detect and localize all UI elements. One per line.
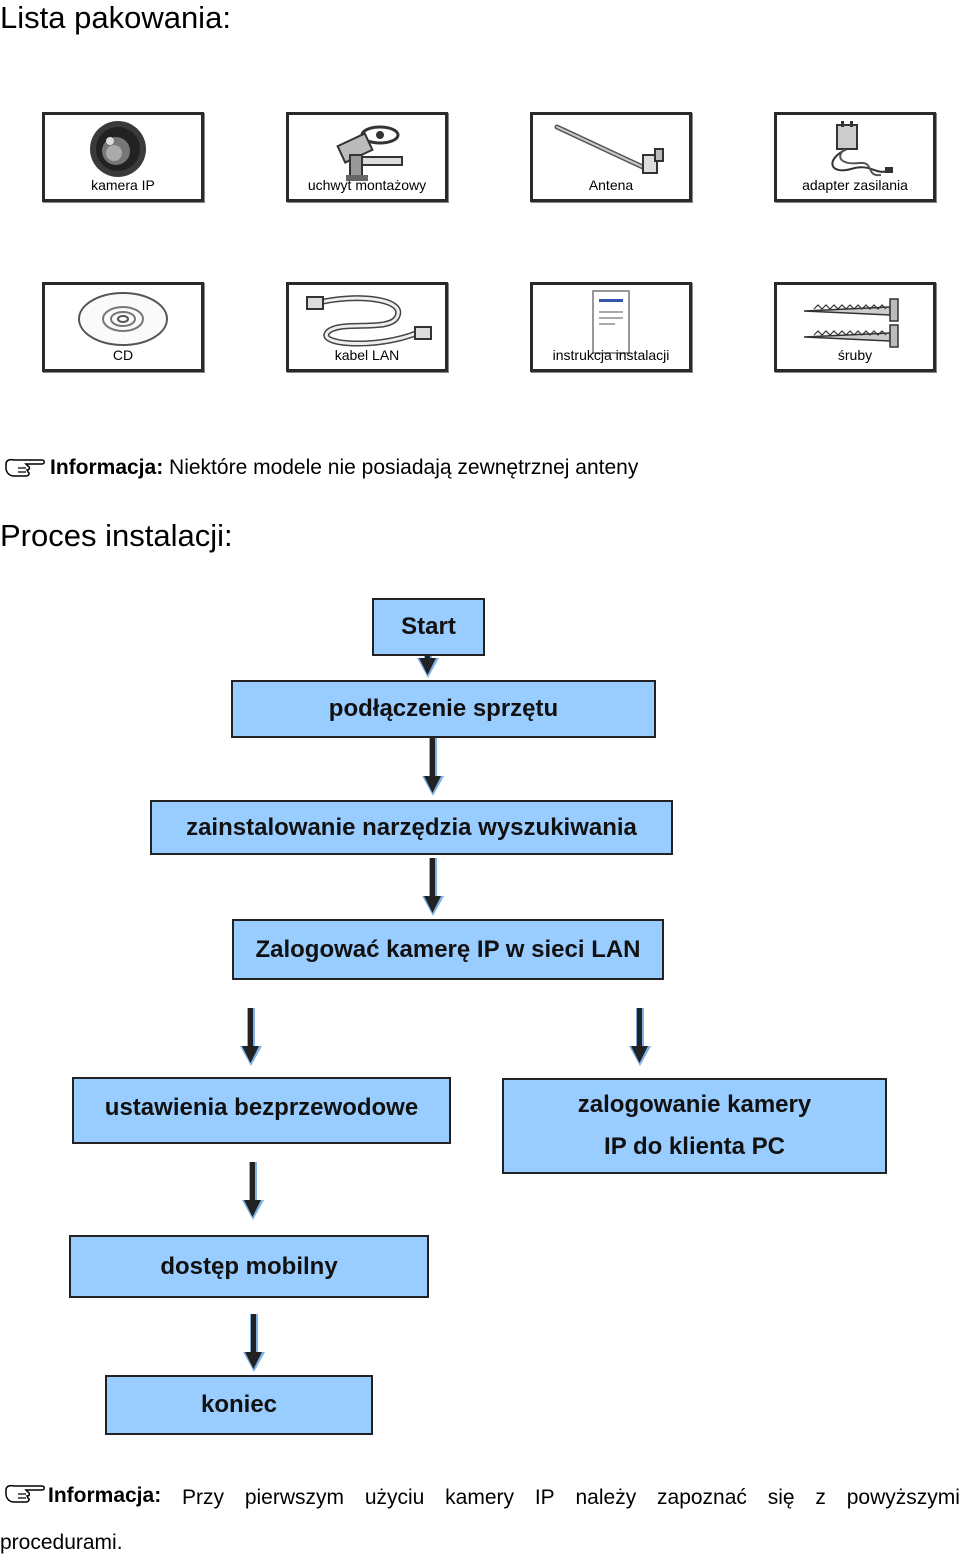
info-note-antenna: Informacja: Niektóre modele nie posiadaj…: [4, 455, 638, 485]
manual-icon: [592, 290, 630, 354]
arrow-down-icon: [629, 1008, 651, 1066]
note-word: się: [767, 1486, 795, 1509]
item-ip-camera: kamera IP: [42, 112, 204, 202]
arrow-down-icon: [422, 858, 444, 916]
pointing-hand-icon: [4, 456, 46, 485]
item-lan-cable: kabel LAN: [286, 282, 448, 372]
flow-connect-hardware: podłączenie sprzętu: [231, 680, 656, 738]
lan-cable-icon: [306, 295, 432, 347]
info-note-last-line: procedurami.: [0, 1531, 123, 1554]
pointing-hand-icon: [4, 1482, 46, 1511]
power-adapter-icon: [831, 121, 893, 177]
screws-icon: [803, 298, 899, 348]
note-word: kamery: [445, 1486, 515, 1509]
item-label: Antena: [588, 177, 634, 193]
item-power-adapter: adapter zasilania: [774, 112, 936, 202]
info-label: Informacja:: [48, 1484, 162, 1507]
info-label-group: Informacja:: [4, 1482, 161, 1511]
item-cd: CD: [42, 282, 204, 372]
mount-icon: [336, 125, 403, 181]
flow-login-lan: Zalogować kamerę IP w sieci LAN: [232, 919, 664, 980]
item-screws: śruby: [774, 282, 936, 372]
process-title: Proces instalacji:: [0, 518, 233, 553]
item-label: kamera IP: [91, 177, 155, 193]
note-word: z: [815, 1486, 826, 1509]
arrow-down-icon: [242, 1162, 264, 1220]
note-word: zapoznać: [657, 1486, 747, 1509]
arrow-down-icon: [240, 1008, 262, 1066]
flow-wireless-settings: ustawienia bezprzewodowe: [72, 1077, 451, 1144]
antenna-icon: [554, 124, 664, 174]
item-label: kabel LAN: [334, 347, 400, 363]
note-word: pierwszym: [244, 1486, 345, 1509]
note-word: użyciu: [364, 1486, 425, 1509]
info-note-procedures: Informacja: Przy pierwszym użyciu kamery…: [4, 1482, 960, 1511]
item-label: adapter zasilania: [802, 177, 908, 193]
cd-icon: [78, 292, 168, 346]
packing-list-title: Lista pakowania:: [0, 0, 231, 35]
item-mount: uchwyt montażowy: [286, 112, 448, 202]
note-word: powyższymi: [846, 1486, 960, 1509]
flow-mobile-access: dostęp mobilny: [69, 1235, 429, 1298]
flow-pc-client-login: zalogowanie kamery IP do klienta PC: [502, 1078, 887, 1174]
arrow-down-icon: [422, 738, 444, 796]
item-label: śruby: [837, 347, 873, 363]
item-label: uchwyt montażowy: [307, 177, 427, 193]
flow-start: Start: [372, 598, 485, 656]
note-word: IP: [534, 1486, 555, 1509]
item-antenna: Antena: [530, 112, 692, 202]
info-label: Informacja:: [50, 456, 164, 479]
item-label: CD: [112, 347, 134, 363]
info-text: Niektóre modele nie posiadają zewnętrzne…: [169, 456, 639, 479]
flow-end: koniec: [105, 1375, 373, 1435]
item-label: instrukcja instalacji: [552, 347, 670, 363]
note-word: należy: [575, 1486, 637, 1509]
flow-install-search-tool: zainstalowanie narzędzia wyszukiwania: [150, 800, 673, 855]
camera-icon: [90, 121, 146, 177]
note-word: Przy: [182, 1486, 225, 1509]
arrow-down-icon: [243, 1314, 265, 1372]
item-manual: instrukcja instalacji: [530, 282, 692, 372]
